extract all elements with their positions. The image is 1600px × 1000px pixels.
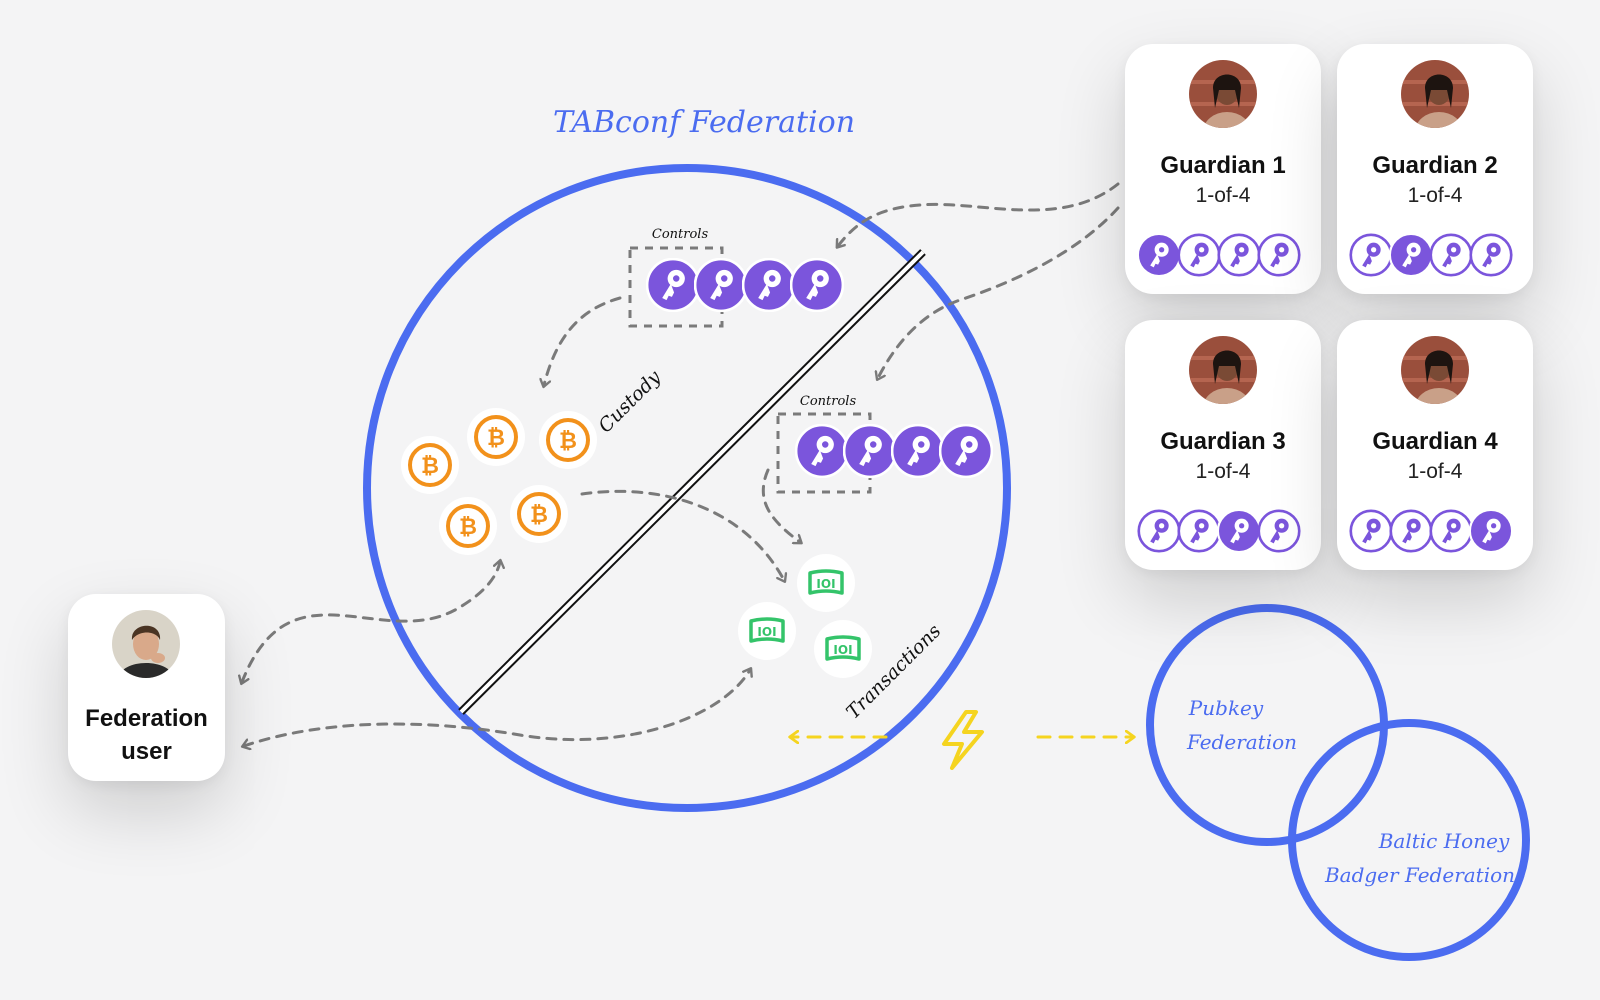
federation-user-label: Federation user bbox=[68, 702, 225, 768]
controls-box-transactions bbox=[776, 412, 872, 494]
user-label-line-2: user bbox=[121, 738, 172, 765]
guardian-card-2: Guardian 2 1-of-4 bbox=[1337, 44, 1533, 294]
key-icon bbox=[646, 258, 700, 312]
arrow-user-ecash bbox=[244, 670, 750, 746]
guardian-threshold: 1-of-4 bbox=[1195, 460, 1251, 483]
key-icon bbox=[1177, 509, 1221, 553]
guardian-card-4: Guardian 4 1-of-4 bbox=[1337, 320, 1533, 570]
key-icon bbox=[1469, 509, 1513, 553]
lightning-icon bbox=[942, 710, 984, 770]
bitcoin-icon bbox=[466, 407, 526, 467]
pubkey-federation-label-1: Pubkey bbox=[1188, 696, 1264, 720]
bitcoin-icon bbox=[438, 496, 498, 556]
baltic-federation-label-1: Baltic Honey bbox=[1378, 829, 1510, 853]
guardian-name: Guardian 4 bbox=[1372, 428, 1498, 455]
guardian-card-1: Guardian 1 1-of-4 bbox=[1125, 44, 1321, 294]
key-icon bbox=[843, 424, 897, 478]
arrow-guardians-to-custody-keys bbox=[838, 182, 1120, 246]
guardian-key-shares bbox=[1349, 509, 1513, 553]
key-icon bbox=[1429, 509, 1473, 553]
baltic-federation-label-2: Badger Federation bbox=[1324, 863, 1515, 887]
guardian-avatar bbox=[1189, 60, 1257, 128]
custody-label: Custody bbox=[594, 366, 665, 437]
key-icon bbox=[1349, 233, 1393, 277]
key-icon bbox=[1389, 233, 1433, 277]
guardian-card-3: Guardian 3 1-of-4 bbox=[1125, 320, 1321, 570]
guardian-threshold: 1-of-4 bbox=[1407, 460, 1463, 483]
guardian-key-shares bbox=[1137, 233, 1301, 277]
key-icon bbox=[1137, 509, 1181, 553]
controls-label-custody: Controls bbox=[652, 227, 709, 242]
ecash-icon bbox=[813, 619, 873, 679]
key-icon bbox=[1469, 233, 1513, 277]
guardian-avatar bbox=[1189, 336, 1257, 404]
guardian-threshold: 1-of-4 bbox=[1407, 184, 1463, 207]
guardian-avatar bbox=[1401, 336, 1469, 404]
custody-keys bbox=[646, 258, 844, 312]
arrow-user-bitcoin bbox=[242, 562, 500, 682]
ecash-icon bbox=[737, 601, 797, 661]
key-icon bbox=[1389, 509, 1433, 553]
controls-label-transactions: Controls bbox=[800, 394, 857, 409]
user-avatar bbox=[112, 610, 180, 678]
arrow-keys-to-ecash bbox=[761, 468, 800, 542]
bitcoin-icon bbox=[400, 435, 460, 495]
pubkey-federation-label-2: Federation bbox=[1186, 730, 1297, 754]
transaction-keys bbox=[795, 424, 993, 478]
key-icon bbox=[1177, 233, 1221, 277]
key-icon bbox=[742, 258, 796, 312]
arrow-bitcoin-to-ecash bbox=[580, 489, 784, 580]
guardian-name: Guardian 1 bbox=[1160, 152, 1286, 179]
key-icon bbox=[891, 424, 945, 478]
ecash-icon bbox=[796, 553, 856, 613]
ecash-transactions bbox=[737, 553, 873, 679]
divider-line bbox=[458, 249, 926, 715]
pubkey-federation-circle bbox=[1146, 604, 1388, 846]
key-icon bbox=[939, 424, 993, 478]
user-label-line-1: Federation bbox=[85, 705, 208, 732]
guardian-key-shares bbox=[1349, 233, 1513, 277]
arrow-guardians-to-tx-keys bbox=[878, 206, 1120, 378]
controls-box-custody bbox=[628, 246, 724, 328]
key-icon bbox=[1257, 233, 1301, 277]
key-icon bbox=[790, 258, 844, 312]
federation-user-card: Federation user bbox=[68, 594, 225, 781]
federation-circle bbox=[363, 164, 1011, 812]
guardian-avatar bbox=[1401, 60, 1469, 128]
key-icon bbox=[1349, 509, 1393, 553]
bitcoin-icon bbox=[509, 484, 569, 544]
key-icon bbox=[795, 424, 849, 478]
key-icon bbox=[694, 258, 748, 312]
key-icon bbox=[1429, 233, 1473, 277]
bitcoin-custody bbox=[400, 407, 598, 556]
guardian-key-shares bbox=[1137, 509, 1301, 553]
guardian-name: Guardian 2 bbox=[1372, 152, 1498, 179]
lightning-link bbox=[792, 710, 1132, 770]
key-icon bbox=[1217, 509, 1261, 553]
key-icon bbox=[1217, 233, 1261, 277]
guardian-name: Guardian 3 bbox=[1160, 428, 1286, 455]
key-icon bbox=[1137, 233, 1181, 277]
guardian-threshold: 1-of-4 bbox=[1195, 184, 1251, 207]
baltic-federation-circle bbox=[1288, 719, 1530, 961]
key-icon bbox=[1257, 509, 1301, 553]
federation-title: TABconf Federation bbox=[553, 105, 855, 140]
arrow-keys-to-bitcoin bbox=[544, 296, 622, 385]
bitcoin-icon bbox=[538, 410, 598, 470]
